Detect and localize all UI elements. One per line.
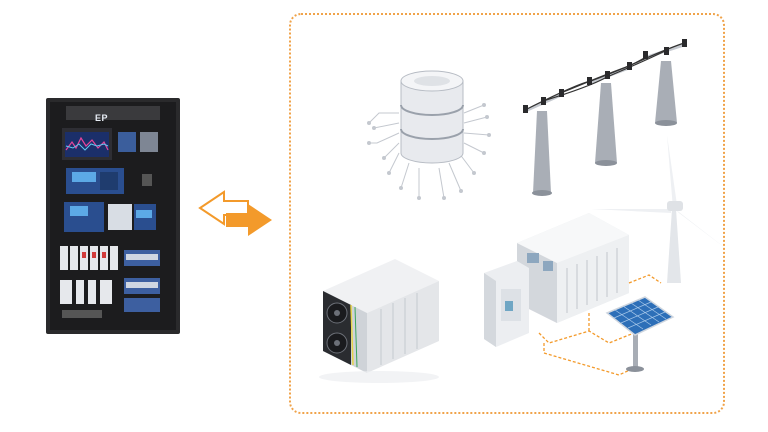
power-pylon-icon (523, 39, 687, 196)
solar-panel-icon (605, 296, 675, 372)
wind-turbine-icon (591, 135, 725, 283)
database-icon (367, 70, 491, 200)
energy-scenario-illustration (319, 39, 725, 383)
bidirectional-arrow-icon (198, 190, 272, 236)
cabinet-logo: EP (95, 113, 109, 123)
scenario-panel (289, 13, 725, 414)
crypto-miner-icon (319, 259, 439, 383)
control-cabinet-icon (46, 98, 180, 334)
substation-icon (484, 213, 629, 347)
